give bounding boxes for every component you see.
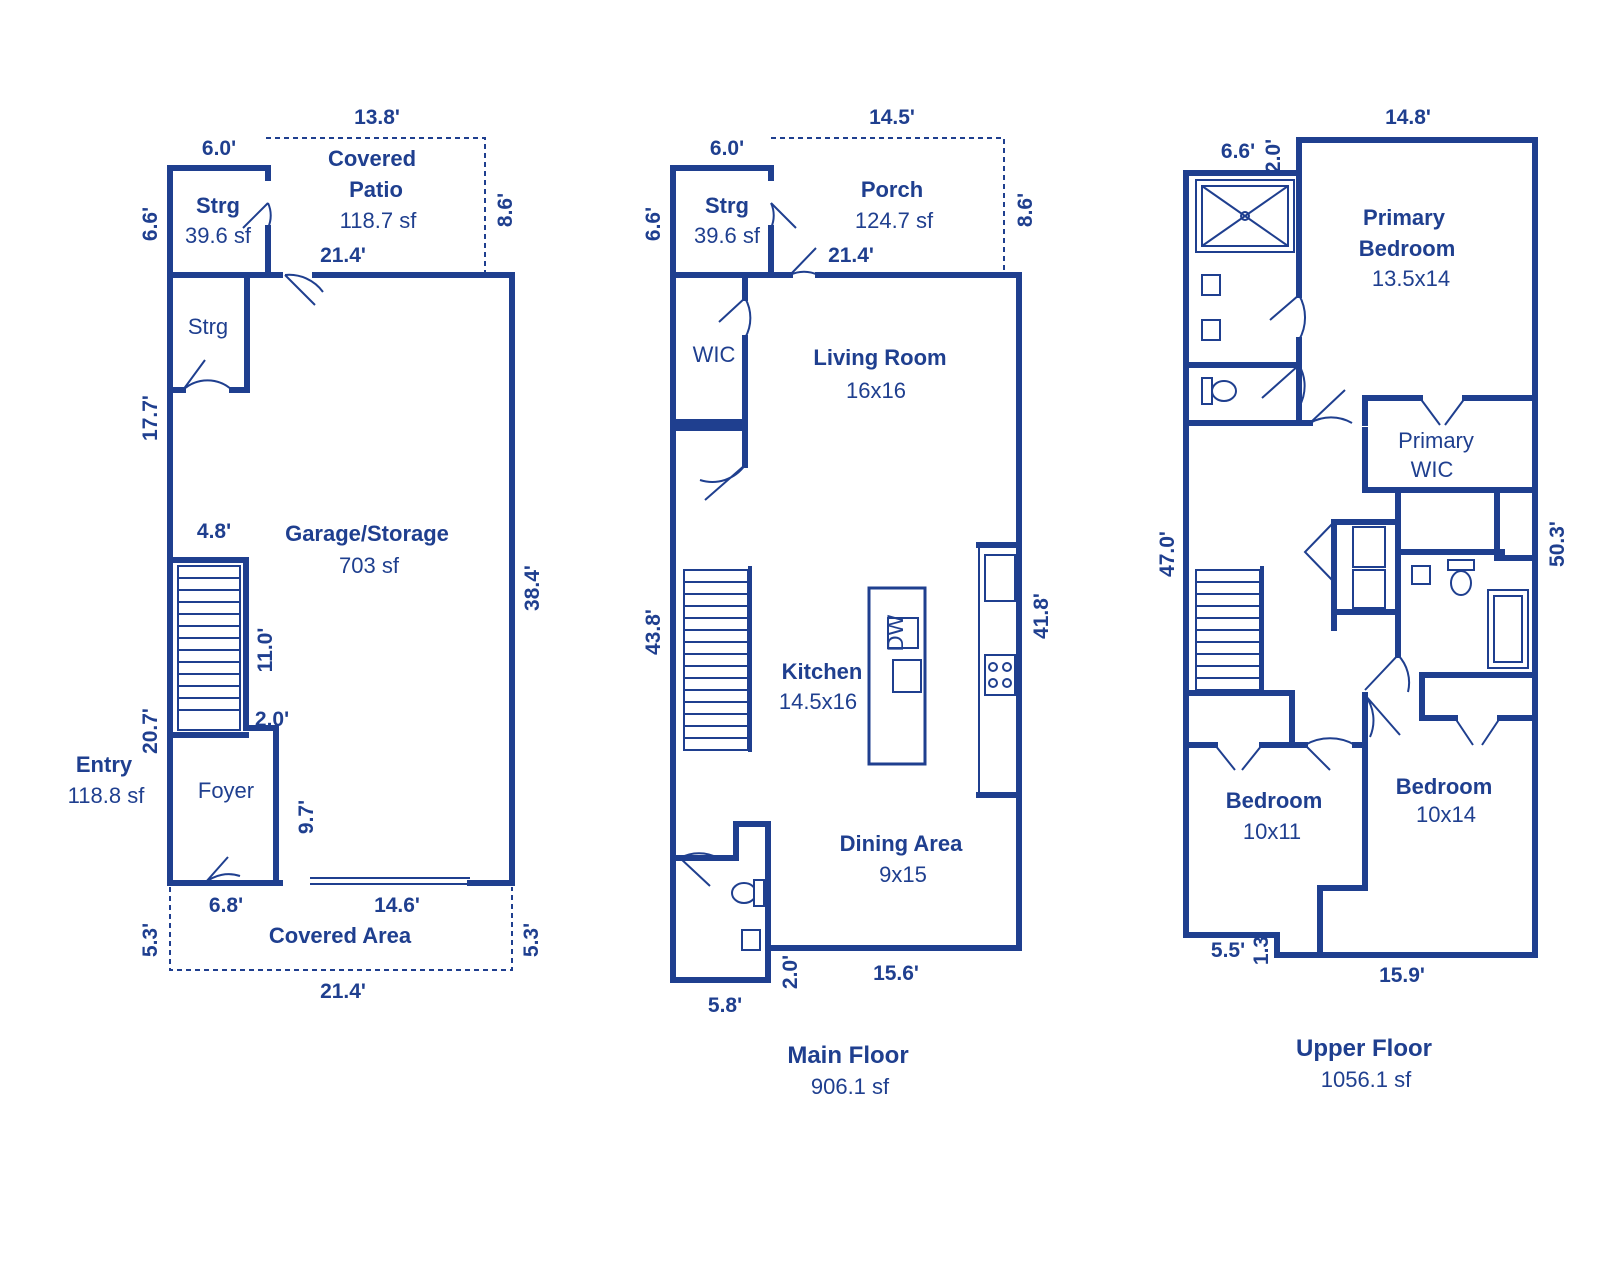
- dim-upper-right-side: 50.3': [1546, 521, 1569, 567]
- porch-label: Porch: [861, 177, 923, 202]
- dim-main-top-total: 14.5': [869, 106, 915, 129]
- main-floor-area: 906.1 sf: [811, 1074, 890, 1099]
- storage-small-label: Strg: [188, 314, 228, 339]
- garage-label: Garage/Storage: [285, 521, 449, 546]
- covered-area-label: Covered Area: [269, 923, 412, 948]
- covered-patio-label-2: Patio: [349, 177, 403, 202]
- dim-main-bottom-left: 5.8': [708, 994, 742, 1017]
- dim-lower-left-upper: 17.7': [139, 395, 162, 441]
- primary-wic-label-2: WIC: [1411, 457, 1454, 482]
- dim-lower-front-left: 6.8': [209, 894, 243, 917]
- dim-main-notch: 2.0': [779, 955, 802, 989]
- dim-lower-strg-height: 6.6': [139, 207, 162, 241]
- covered-patio-label: Covered: [328, 146, 416, 171]
- main-doors: [679, 202, 819, 887]
- dim-main-top-left: 6.0': [710, 137, 744, 160]
- lower-doors: [182, 202, 324, 884]
- storage-top-area: 39.6 sf: [185, 223, 252, 248]
- dim-lower-bottom-total: 21.4': [320, 980, 366, 1003]
- dim-lower-left-lower: 20.7': [139, 708, 162, 754]
- primary-wic-label: Primary: [1398, 428, 1474, 453]
- dim-upper-bottom-left: 5.5': [1211, 939, 1245, 962]
- dim-lower-stair-width: 4.8': [197, 520, 231, 543]
- lower-floor-plan: Covered Patio 118.7 sf Strg 39.6 sf Strg…: [68, 106, 544, 1003]
- dim-lower-landing: 2.0': [255, 708, 289, 731]
- main-walls: [670, 165, 1022, 983]
- upper-fixtures: [1195, 179, 1529, 669]
- dishwasher-label: DW: [883, 614, 908, 651]
- dim-lower-patio-width: 21.4': [320, 244, 366, 267]
- garage-area: 703 sf: [339, 553, 400, 578]
- lower-dashed-areas: [169, 137, 513, 971]
- entry-area: 118.8 sf: [68, 783, 146, 808]
- primary-bedroom-label-2: Bedroom: [1359, 236, 1456, 261]
- dim-lower-stair-length: 11.0': [254, 628, 277, 673]
- lower-walls: [167, 165, 515, 886]
- lower-stairs: [177, 565, 241, 731]
- foyer-label: Foyer: [198, 778, 254, 803]
- living-room-label: Living Room: [813, 345, 946, 370]
- upper-walls: [1183, 137, 1538, 958]
- dim-lower-top-total: 13.8': [354, 106, 400, 129]
- dim-main-left-side: 43.8': [642, 609, 665, 655]
- kitchen-label: Kitchen: [782, 659, 863, 684]
- dim-lower-front-right: 14.6': [374, 894, 420, 917]
- dim-main-porch-depth: 8.6': [1014, 193, 1037, 227]
- dim-upper-top-left: 6.6': [1221, 140, 1255, 163]
- dim-main-bottom-right: 15.6': [873, 962, 919, 985]
- dim-main-porch-width: 21.4': [828, 244, 874, 267]
- covered-patio-area: 118.7 sf: [340, 208, 418, 233]
- dim-upper-top-total: 14.8': [1385, 106, 1431, 129]
- upper-floor-title: Upper Floor: [1296, 1035, 1432, 1062]
- bedroom-1-label: Bedroom: [1226, 788, 1323, 813]
- dim-lower-covered-right: 5.3': [520, 923, 543, 957]
- dim-main-strg-height: 6.6': [642, 207, 665, 241]
- main-storage-area: 39.6 sf: [694, 223, 761, 248]
- dining-area-size: 9x15: [879, 862, 927, 887]
- dim-main-right-side: 41.8': [1030, 593, 1053, 639]
- main-stairs: [683, 566, 752, 752]
- bedroom-2-label: Bedroom: [1396, 774, 1493, 799]
- dim-lower-top-left: 6.0': [202, 137, 236, 160]
- dim-upper-left-side: 47.0': [1156, 531, 1179, 577]
- dim-lower-right-side: 38.4': [521, 565, 544, 611]
- main-storage-label: Strg: [705, 193, 749, 218]
- dim-upper-bottom-right: 15.9': [1379, 964, 1425, 987]
- main-floor-title: Main Floor: [787, 1042, 908, 1069]
- kitchen-island: [867, 586, 927, 766]
- bedroom-2-size: 10x14: [1416, 802, 1476, 827]
- upper-floor-area: 1056.1 sf: [1321, 1067, 1412, 1092]
- storage-top-label: Strg: [196, 193, 240, 218]
- bedroom-1-size: 10x11: [1243, 819, 1301, 844]
- main-floor-plan: DW Strg 39.6 sf Porch 124.7 sf WIC Livin…: [642, 106, 1053, 1099]
- dim-lower-foyer-side: 9.7': [295, 800, 318, 834]
- dining-area-label: Dining Area: [840, 831, 963, 856]
- dim-lower-patio-depth: 8.6': [494, 193, 517, 227]
- upper-stairs: [1195, 566, 1264, 692]
- main-dashed-areas: [771, 137, 1005, 273]
- primary-bedroom-size: 13.5x14: [1372, 266, 1450, 291]
- porch-area: 124.7 sf: [855, 208, 934, 233]
- upper-floor-plan: Primary Bedroom 13.5x14 Primary WIC Bedr…: [1156, 106, 1569, 1092]
- dim-upper-top-notch: 2.0': [1262, 139, 1285, 173]
- main-appliances: [731, 554, 1016, 951]
- entry-label: Entry: [76, 752, 133, 777]
- upper-doors: [1214, 294, 1501, 771]
- kitchen-size: 14.5x16: [779, 689, 857, 714]
- living-room-size: 16x16: [846, 378, 906, 403]
- dim-upper-bottom-notch: 1.3': [1250, 931, 1273, 965]
- primary-bedroom-label: Primary: [1363, 205, 1446, 230]
- wic-label: WIC: [693, 342, 736, 367]
- dim-lower-covered-left: 5.3': [139, 923, 162, 957]
